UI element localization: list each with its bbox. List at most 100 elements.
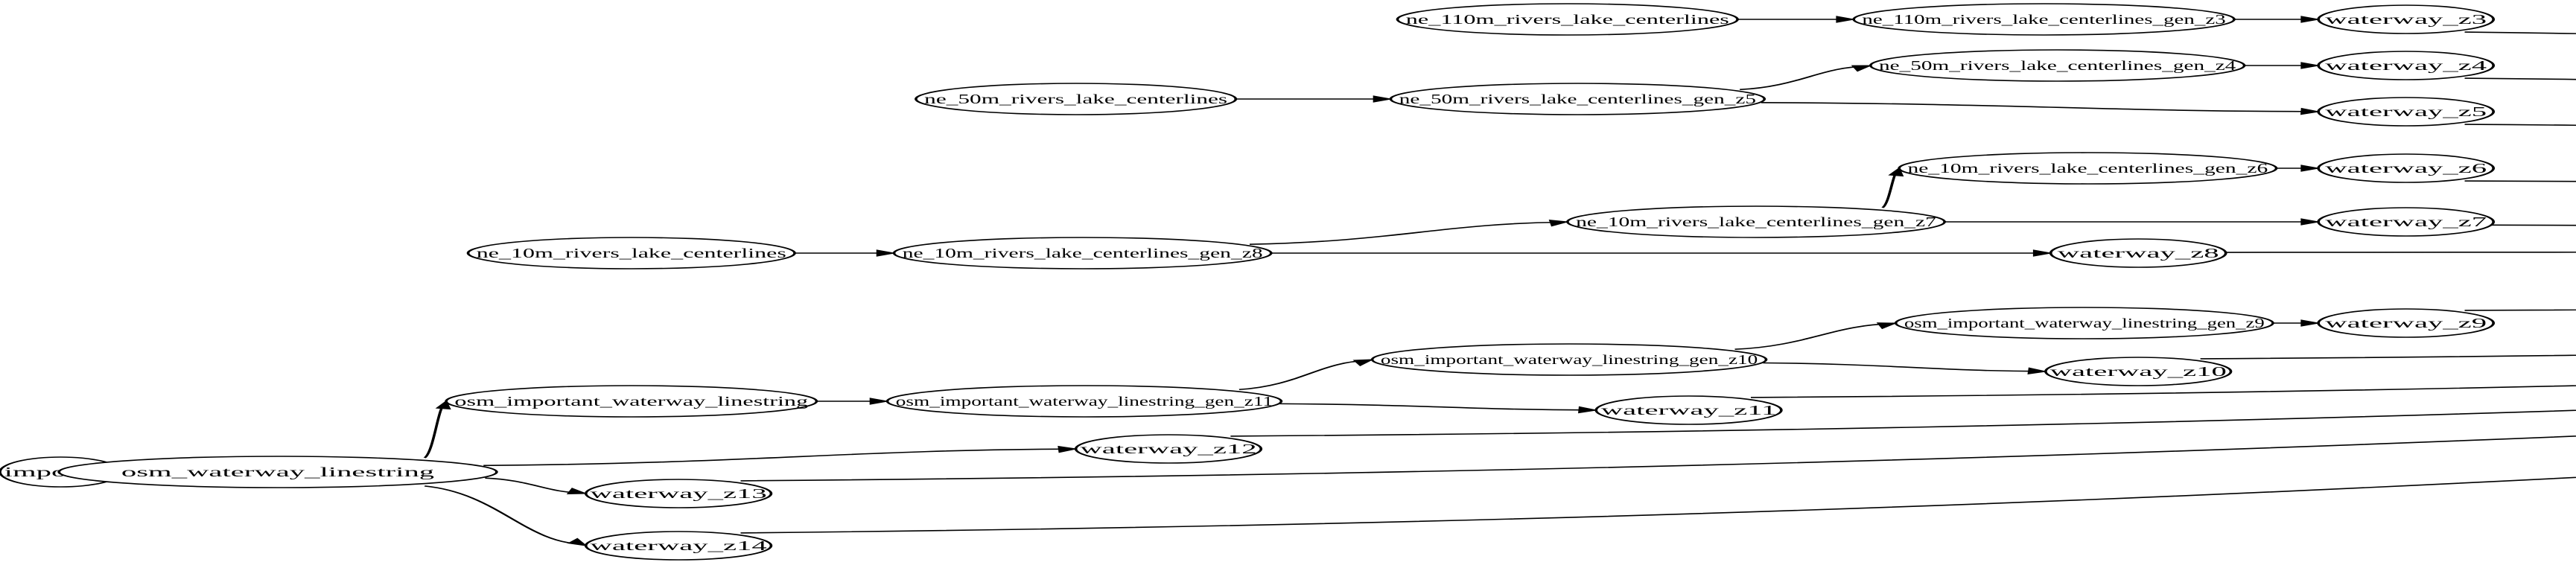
edge-arrowhead — [2032, 249, 2053, 257]
node-label: ne_10m_rivers_lake_centerlines_gen_z8 — [903, 246, 1263, 261]
node-label: ne_50m_rivers_lake_centerlines — [924, 92, 1227, 106]
edge-arrowhead — [876, 249, 897, 257]
node-shape — [915, 83, 1238, 115]
node-shape — [1396, 3, 1739, 36]
node-shape — [1898, 152, 2278, 185]
node-label: osm_important_waterway_linestring_gen_z9 — [1904, 316, 2265, 331]
edge-waterway_z13-to-layer_waterway_z13 — [740, 435, 2576, 482]
node-shape — [1894, 307, 2274, 339]
edge-ne_10m_rivers_lake_centerlines_gen_z7-to-ne_10m_rivers_lake_centerlines_gen_z6 — [1881, 170, 1900, 208]
edge-osm_important_waterway_linestring_gen_z11-to-osm_important_waterway_linestring_gen_z10 — [1238, 360, 1368, 391]
edge-arrowhead — [869, 398, 890, 405]
node-shape — [2317, 153, 2496, 183]
node-ne_10m_rivers_lake_centerlines_gen_z7[interactable]: ne_10m_rivers_lake_centerlines_gen_z7 — [1565, 205, 1947, 238]
node-waterway_z6[interactable]: waterway_z6 — [2317, 153, 2496, 183]
edge-waterway_z11-to-layer_waterway_z11 — [1750, 385, 2576, 398]
node-shape — [1852, 3, 2236, 36]
edge-ne_50m_rivers_lake_centerlines_gen_z5-to-ne_50m_rivers_lake_centerlines_gen_z4 — [1739, 66, 1866, 91]
node-shape — [445, 385, 818, 418]
node-ne_50m_rivers_lake_centerlines_gen_z5[interactable]: ne_50m_rivers_lake_centerlines_gen_z5 — [1389, 83, 1766, 115]
node-shape — [2317, 207, 2496, 237]
edge-osm_important_waterway_linestring_gen_z10-to-waterway_z10 — [1763, 362, 2041, 372]
node-osm_waterway_linestring[interactable]: osm_waterway_linestring — [57, 456, 498, 488]
node-waterway_z12[interactable]: waterway_z12 — [1074, 434, 1263, 464]
node-shape — [57, 456, 498, 488]
node-shape — [2317, 4, 2496, 34]
node-waterway_z7[interactable]: waterway_z7 — [2317, 207, 2496, 237]
node-shape — [2044, 357, 2233, 386]
node-osm_important_waterway_linestring_gen_z11[interactable]: osm_important_waterway_linestring_gen_z1… — [885, 385, 1283, 418]
node-label: ne_10m_rivers_lake_centerlines — [477, 246, 786, 261]
node-shape — [584, 479, 773, 508]
node-waterway_z9[interactable]: waterway_z9 — [2317, 308, 2496, 338]
node-shape — [1074, 434, 1263, 464]
node-label: waterway_z4 — [2325, 58, 2487, 73]
edge-waterway_z8-to-layer_waterway_z8 — [2225, 251, 2576, 253]
node-shape — [1370, 343, 1768, 376]
node-ne_50m_rivers_lake_centerlines_gen_z4[interactable]: ne_50m_rivers_lake_centerlines_gen_z4 — [1869, 49, 2246, 82]
edge-arrowhead — [566, 488, 588, 495]
node-shape — [1594, 395, 1783, 425]
node-waterway_z10[interactable]: waterway_z10 — [2044, 357, 2233, 386]
edge-arrowhead — [2300, 218, 2321, 226]
edge-waterway_z9-to-layer_waterway_z9 — [2464, 309, 2576, 311]
node-label: ne_110m_rivers_lake_centerlines_gen_z3 — [1862, 12, 2225, 27]
edge-waterway_z12-to-layer_waterway_z12 — [1230, 409, 2576, 437]
edge-arrowhead — [2300, 165, 2321, 172]
node-ne_10m_rivers_lake_centerlines_gen_z8[interactable]: ne_10m_rivers_lake_centerlines_gen_z8 — [892, 237, 1273, 269]
edge-arrowhead — [2300, 16, 2321, 23]
node-shape — [1869, 49, 2246, 82]
node-label: osm_waterway_linestring — [121, 465, 435, 479]
node-waterway_z14[interactable]: waterway_z14 — [584, 531, 773, 561]
node-label: osm_important_waterway_linestring — [454, 394, 808, 409]
edge-arrowhead — [1851, 65, 1873, 72]
edge-ne_50m_rivers_lake_centerlines_gen_z5-to-waterway_z5 — [1761, 101, 2313, 112]
node-osm_important_waterway_linestring[interactable]: osm_important_waterway_linestring — [445, 385, 818, 418]
node-shape — [466, 237, 796, 269]
node-label: waterway_z12 — [1080, 441, 1256, 456]
node-shape — [1565, 205, 1947, 238]
edges-layer — [41, 16, 2576, 546]
node-shape — [892, 237, 1273, 269]
node-label: waterway_z9 — [2325, 316, 2487, 331]
node-label: osm_important_waterway_linestring_gen_z1… — [896, 394, 1273, 409]
node-shape — [2049, 238, 2227, 268]
node-ne_10m_rivers_lake_centerlines_gen_z6[interactable]: ne_10m_rivers_lake_centerlines_gen_z6 — [1898, 152, 2278, 185]
edge-arrowhead — [1373, 95, 1393, 103]
edge-arrowhead — [1876, 322, 1898, 330]
node-shape — [2317, 51, 2496, 80]
node-label: ne_110m_rivers_lake_centerlines — [1406, 12, 1729, 27]
node-waterway_z11[interactable]: waterway_z11 — [1594, 395, 1783, 425]
node-shape — [1389, 83, 1766, 115]
edge-osm_waterway_linestring-to-waterway_z14 — [424, 485, 582, 545]
edge-waterway_z14-to-layer_waterway_z14_ — [740, 476, 2576, 534]
node-label: waterway_z10 — [2050, 364, 2227, 379]
edge-waterway_z7-to-layer_waterway_z7 — [2492, 224, 2576, 226]
node-waterway_z5[interactable]: waterway_z5 — [2317, 97, 2496, 127]
node-ne_10m_rivers_lake_centerlines[interactable]: ne_10m_rivers_lake_centerlines — [466, 237, 796, 269]
node-label: waterway_z3 — [2325, 12, 2487, 27]
edge-arrowhead — [1058, 445, 1078, 453]
edge-waterway_z3-to-layer_waterway_z3 — [2464, 31, 2576, 34]
node-shape — [885, 385, 1283, 418]
edge-arrowhead — [2300, 62, 2321, 69]
edge-arrowhead — [1836, 16, 1857, 23]
node-osm_important_waterway_linestring_gen_z10[interactable]: osm_important_waterway_linestring_gen_z1… — [1370, 343, 1768, 376]
node-ne_50m_rivers_lake_centerlines[interactable]: ne_50m_rivers_lake_centerlines — [915, 83, 1238, 115]
node-waterway_z3[interactable]: waterway_z3 — [2317, 4, 2496, 34]
node-label: ne_10m_rivers_lake_centerlines_gen_z6 — [1907, 161, 2268, 176]
node-waterway_z13[interactable]: waterway_z13 — [584, 479, 773, 508]
node-waterway_z4[interactable]: waterway_z4 — [2317, 51, 2496, 80]
edge-osm_important_waterway_linestring_gen_z10-to-osm_important_waterway_linestring_gen_z9 — [1734, 323, 1892, 351]
node-label: waterway_z13 — [591, 486, 767, 501]
node-waterway_z8[interactable]: waterway_z8 — [2049, 238, 2227, 268]
node-label: waterway_z7 — [2325, 214, 2487, 229]
edge-arrowhead — [567, 537, 588, 546]
edge-osm_waterway_linestring-to-waterway_z13 — [485, 477, 582, 494]
node-osm_important_waterway_linestring_gen_z9[interactable]: osm_important_waterway_linestring_gen_z9 — [1894, 307, 2274, 339]
node-ne_110m_rivers_lake_centerlines[interactable]: ne_110m_rivers_lake_centerlines — [1396, 3, 1739, 36]
node-ne_110m_rivers_lake_centerlines_gen_z3[interactable]: ne_110m_rivers_lake_centerlines_gen_z3 — [1852, 3, 2236, 36]
edge-ne_10m_rivers_lake_centerlines_gen_z8-to-ne_10m_rivers_lake_centerlines_gen_z7 — [1249, 221, 1562, 245]
